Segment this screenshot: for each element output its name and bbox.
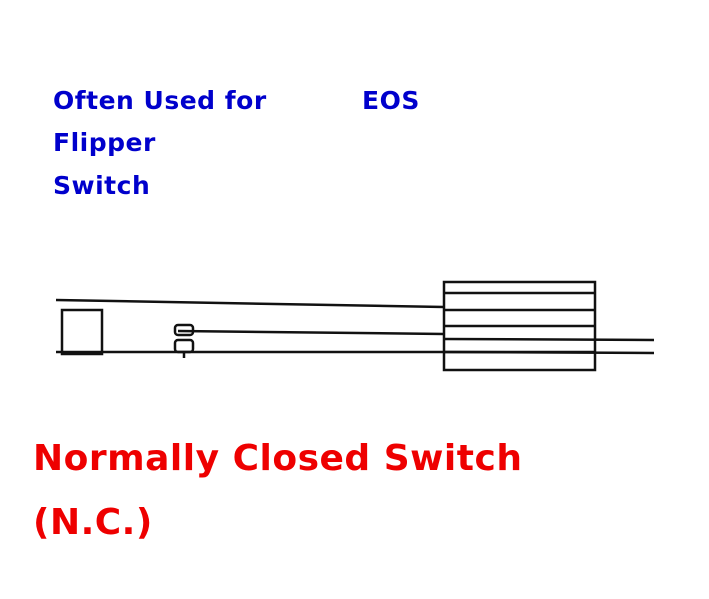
eos-label: EOS xyxy=(362,86,420,115)
flipper-note-line-1: Often Used for xyxy=(53,86,267,115)
diagram-title-line-1: Normally Closed Switch xyxy=(33,438,523,479)
upper-contact-blade xyxy=(55,298,445,309)
lower-contact-point xyxy=(173,338,195,354)
actuator-block xyxy=(60,308,104,356)
lead-wire-upper xyxy=(443,337,655,342)
upper-contact-point xyxy=(173,323,195,337)
flipper-note-line-2: Flipper xyxy=(53,128,156,157)
flipper-note-line-3: Switch xyxy=(53,171,151,200)
middle-contact-blade xyxy=(177,329,445,336)
diagram-title-line-2: (N.C.) xyxy=(33,502,153,543)
